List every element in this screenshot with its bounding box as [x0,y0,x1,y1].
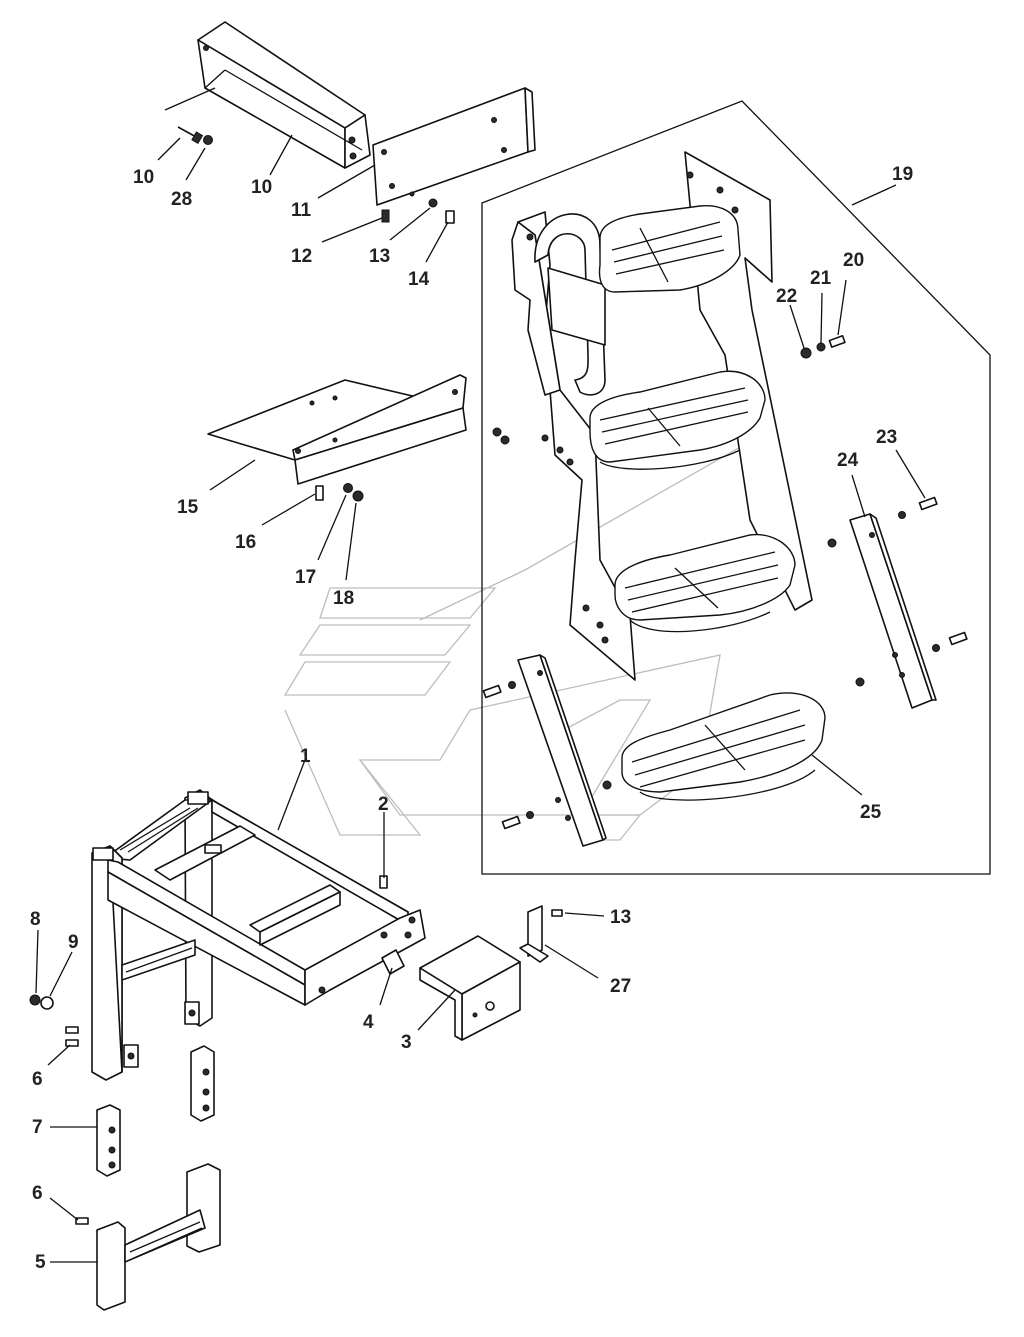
part-25-side-plate [849,513,937,709]
part-6-bolt-c [75,1217,89,1225]
callout-23: 22 [776,286,797,307]
part-nut-left-lower [526,811,534,819]
part-24-nut-b [855,677,865,687]
part-10-tray [197,21,371,169]
callout-26: 25 [860,802,882,823]
callout-27: 27 [610,976,631,997]
part-ladder-nut-left2 [500,435,510,445]
callout-labels: 10 28 10 11 12 13 14 15 16 17 18 19 20 2… [30,164,913,1273]
callout-14: 13 [369,246,390,267]
callout-24: 23 [876,427,897,448]
part-16-plate [207,374,467,485]
callout-4: 4 [363,1012,374,1033]
callout-17: 16 [235,532,256,553]
part-7-extension-right [190,1045,215,1122]
part-22-washer [816,342,826,352]
watermark-logo [283,429,771,841]
callout-5: 5 [35,1252,46,1273]
part-11-bolt [177,126,204,145]
callout-3: 3 [401,1032,412,1053]
part-9-washer [40,996,54,1010]
part-6-bolt-b [65,1039,79,1047]
callout-11: 10 [133,167,154,188]
callout-9: 9 [68,932,79,953]
callout-20: 19 [892,164,913,185]
part-ladder-nut-left [492,427,502,437]
callout-22: 21 [810,268,832,289]
callout-7: 7 [32,1117,43,1138]
part-18-washer [343,483,353,493]
part-21-bolt [828,334,846,348]
part-24-nut-a [827,538,837,548]
callout-25: 24 [837,450,859,471]
part-8-nut [29,994,41,1006]
part-1-frame [91,789,426,1081]
callout-6-lower: 6 [32,1183,43,1204]
part-24-nut-lower [932,644,940,652]
part-20-step-ladder [511,151,813,681]
callout-2: 2 [378,794,389,815]
part-17-bolt [315,485,324,501]
part-5-lower-step [96,1163,221,1311]
callout-10: 10 [251,177,272,198]
part-12-bracket [372,87,536,206]
part-26-step [621,692,826,801]
subassembly-20-frame [481,100,991,875]
part-bolt-left-lower [501,815,521,830]
callout-13-upper: 12 [291,246,312,267]
part-28-nut [203,135,213,145]
callout-13-lower: 13 [610,907,631,928]
part-24-nut-upper [898,511,906,519]
part-side-plate-left [517,654,607,847]
callout-21: 20 [843,250,864,271]
part-27-bracket [519,905,549,963]
callout-8: 8 [30,909,41,930]
part-bolt-left-upper [482,684,502,699]
callout-1: 1 [300,746,311,767]
part-23-nut [800,347,812,359]
callout-16: 15 [177,497,199,518]
part-7-extension-left [96,1104,121,1177]
part-6-bolt-a [65,1026,79,1034]
part-nut-mid [602,780,612,790]
part-24-bolt [918,496,938,511]
callout-18: 17 [295,567,316,588]
part-13-bolt-lower [551,909,563,917]
callout-12: 11 [291,200,312,221]
part-4-pin [381,949,405,975]
part-15-bolt [445,210,455,224]
part-nut-left-upper [508,681,516,689]
part-14-washer [428,198,438,208]
part-24-bolt-lower [948,631,968,646]
callout-15: 14 [408,269,430,290]
callout-6-upper: 6 [32,1069,43,1090]
part-3-housing [419,935,521,1041]
callout-19: 18 [333,588,354,609]
part-13-bolt-top [381,209,390,223]
callout-28: 28 [171,189,192,210]
part-19-nut [352,490,364,502]
leader-lines [35,87,926,1263]
